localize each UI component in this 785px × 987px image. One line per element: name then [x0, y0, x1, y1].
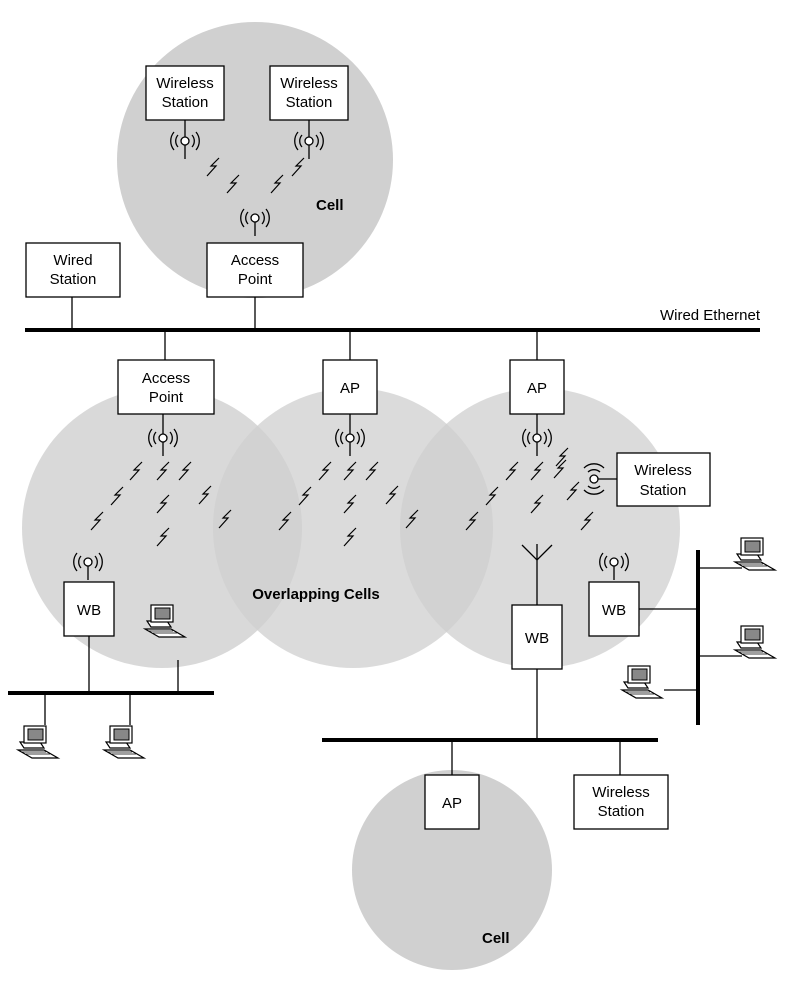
wired-label-1: Wired	[53, 252, 92, 269]
top-ws2-label-2: Station	[286, 94, 333, 111]
ws-right-label-2: Station	[640, 482, 687, 499]
ws-right-label-1: Wireless	[634, 462, 692, 479]
wb-left-label: WB	[77, 602, 101, 619]
right-ap	[509, 359, 565, 415]
computer-icon	[621, 665, 663, 699]
cell-top-label: Cell	[316, 197, 344, 214]
top-access-point	[206, 242, 304, 298]
top-ws2-label-1: Wireless	[280, 75, 338, 92]
top-ws1-label-2: Station	[162, 94, 209, 111]
computer-icon	[734, 537, 776, 571]
top-wireless-station-1	[145, 65, 225, 121]
right-wireless-station	[616, 452, 711, 507]
ap-left-label-1: Access	[142, 370, 190, 387]
computer-icon	[734, 625, 776, 659]
ap-right-label: AP	[527, 380, 547, 397]
middle-wireless-bridge	[511, 604, 563, 670]
left-wireless-bridge	[63, 581, 115, 637]
ap-mid-label: AP	[340, 380, 360, 397]
ws-bottom-label-1: Wireless	[592, 784, 650, 801]
right-wireless-bridge	[588, 581, 640, 637]
wired-ethernet-label: Wired Ethernet	[660, 307, 761, 324]
computer-icon	[103, 725, 145, 759]
bottom-ap	[424, 774, 480, 830]
cell-bottom	[352, 770, 552, 970]
middle-ap	[322, 359, 378, 415]
ap-left-label-2: Point	[149, 389, 184, 406]
computer-icon	[17, 725, 59, 759]
top-ws1-label-1: Wireless	[156, 75, 214, 92]
overlapping-cells-label: Overlapping Cells	[252, 586, 380, 603]
wired-station	[25, 242, 121, 298]
ws-bottom-label-2: Station	[598, 803, 645, 820]
dish-antenna-icon	[521, 544, 553, 605]
ap-top-label-1: Access	[231, 252, 279, 269]
ap-top-label-2: Point	[238, 271, 273, 288]
cell-bottom-label: Cell	[482, 930, 510, 947]
wb-right-label: WB	[602, 602, 626, 619]
left-access-point	[117, 359, 215, 415]
wb-mid-label: WB	[525, 630, 549, 647]
antenna-icon	[583, 463, 605, 495]
wired-label-2: Station	[50, 271, 97, 288]
ap-bottom-label: AP	[442, 795, 462, 812]
bottom-wireless-station	[573, 774, 669, 830]
